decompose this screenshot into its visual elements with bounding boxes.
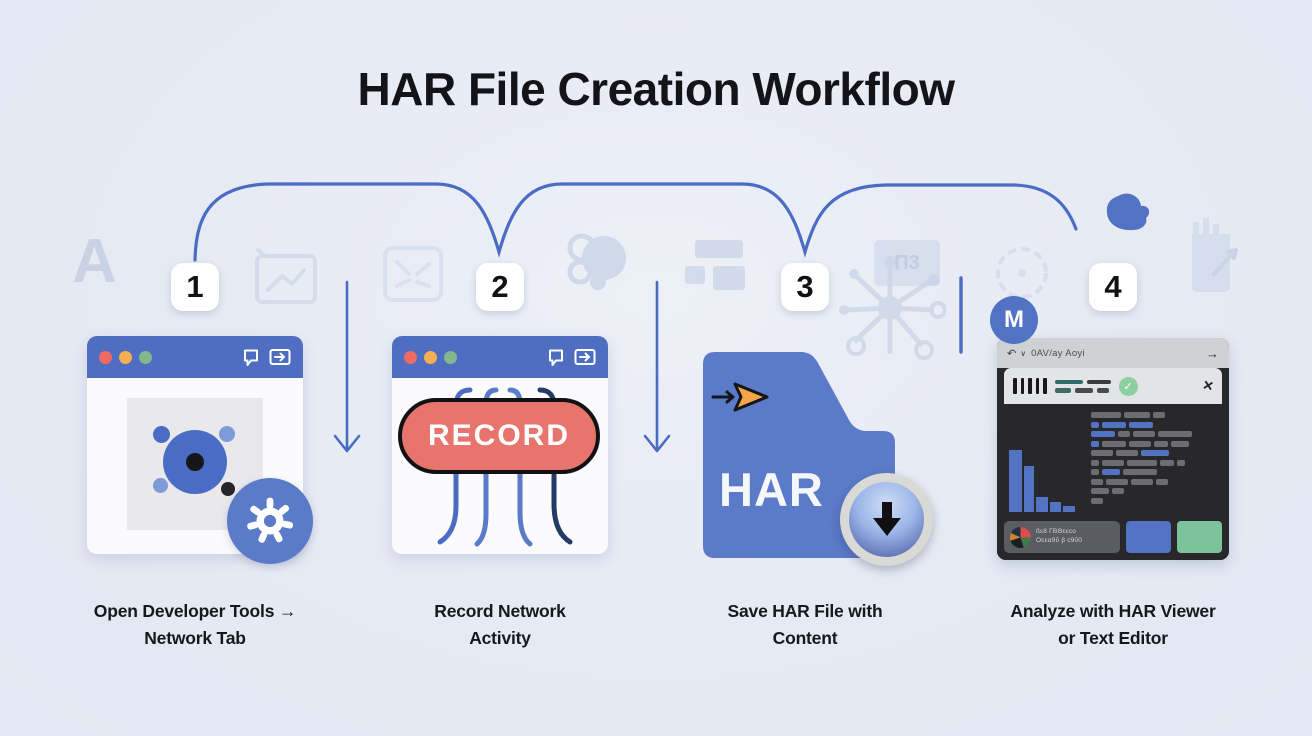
mini-bar-chart bbox=[1009, 450, 1075, 512]
step-2: 2 bbox=[360, 0, 640, 736]
browser-titlebar bbox=[392, 336, 608, 378]
page-title: HAR File Creation Workflow bbox=[357, 63, 955, 115]
download-arrow-icon bbox=[872, 501, 901, 536]
folder-label: HAR bbox=[719, 463, 824, 516]
bars-icon bbox=[1013, 378, 1047, 394]
viewer-titlebar: ↶ ∨ 0AV/ay Aoyi → bbox=[997, 338, 1229, 368]
gear-badge bbox=[227, 478, 313, 564]
step-4-caption: Analyze with HAR Viewer or Text Editor bbox=[1010, 601, 1216, 649]
step-1-caption: Open Developer Tools → Network Tab bbox=[93, 601, 297, 649]
panel-arrow-icon bbox=[574, 349, 596, 365]
step-3-badge: 3 bbox=[781, 263, 829, 311]
step-1-badge: 1 bbox=[171, 263, 219, 311]
browser-window-illustration-1 bbox=[87, 336, 313, 564]
traffic-light-yellow-icon bbox=[424, 350, 437, 364]
inspect-icon bbox=[549, 349, 563, 366]
viewer-footer: ßε8 ΓΒΘεεco Οcεα9ΰ β c9ΰ0 bbox=[1004, 521, 1222, 553]
green-action-button bbox=[1177, 521, 1222, 553]
download-button bbox=[840, 473, 933, 566]
code-block-area bbox=[1091, 412, 1223, 507]
result-pill: ßε8 ΓΒΘεεco Οcεα9ΰ β c9ΰ0 bbox=[1004, 521, 1120, 553]
step-4: 4 M ↶ ∨ 0AV/ay Aoyi → ✓ × bbox=[973, 0, 1253, 736]
step-3: 3 HAR Save HAR File with Content bbox=[665, 0, 945, 736]
check-badge-icon: ✓ bbox=[1118, 376, 1138, 396]
forward-arrow-icon: → bbox=[1206, 345, 1219, 361]
traffic-light-green-icon bbox=[444, 350, 457, 364]
viewer-title-text: 0AV/ay Aoyi bbox=[1031, 347, 1085, 359]
ghost-letter-a-icon: A bbox=[72, 227, 117, 296]
har-folder-illustration: HAR bbox=[703, 352, 933, 566]
viewer-content: ßε8 ΓΒΘεεco Οcεα9ΰ β c9ΰ0 bbox=[997, 404, 1229, 560]
close-x-icon: × bbox=[1201, 375, 1215, 396]
step-1: 1 bbox=[55, 0, 335, 736]
traffic-light-red-icon bbox=[404, 350, 417, 364]
browser-window-illustration-2: RECORD bbox=[392, 336, 608, 554]
result-pill-text: ßε8 ΓΒΘεεco Οcεα9ΰ β c9ΰ0 bbox=[1036, 528, 1083, 544]
step-2-caption: Record Network Activity bbox=[434, 601, 566, 649]
content-panel bbox=[127, 398, 263, 530]
inspect-icon bbox=[244, 349, 258, 366]
blue-action-button bbox=[1126, 521, 1171, 553]
panel-arrow-icon bbox=[269, 349, 291, 365]
browser-titlebar bbox=[87, 336, 303, 378]
thumbnail-icon bbox=[1010, 526, 1031, 548]
node-cluster-icon bbox=[153, 426, 235, 496]
arrow-down-1-2-icon bbox=[333, 280, 361, 453]
ghost-network-hub-icon bbox=[839, 256, 946, 360]
step-2-badge: 2 bbox=[476, 263, 524, 311]
cursor-arrow-icon bbox=[711, 382, 769, 412]
traffic-light-red-icon bbox=[99, 350, 112, 364]
traffic-light-green-icon bbox=[139, 350, 152, 364]
ghost-tool-cup-icon bbox=[1192, 218, 1238, 292]
viewer-toolbar: ✓ × bbox=[1004, 368, 1222, 404]
traffic-light-yellow-icon bbox=[119, 350, 132, 364]
back-arrow-icon: ↶ bbox=[1007, 347, 1017, 360]
filter-dashes-icon bbox=[1054, 379, 1111, 393]
step-3-caption: Save HAR File with Content bbox=[727, 601, 883, 649]
har-viewer-illustration: ↶ ∨ 0AV/ay Aoyi → ✓ × bbox=[997, 338, 1229, 560]
step-4-badge: 4 bbox=[1089, 263, 1137, 311]
caret-down-icon: ∨ bbox=[1020, 348, 1027, 358]
m-avatar: M bbox=[990, 296, 1038, 344]
record-button: RECORD bbox=[398, 398, 600, 474]
gear-icon bbox=[247, 497, 294, 543]
